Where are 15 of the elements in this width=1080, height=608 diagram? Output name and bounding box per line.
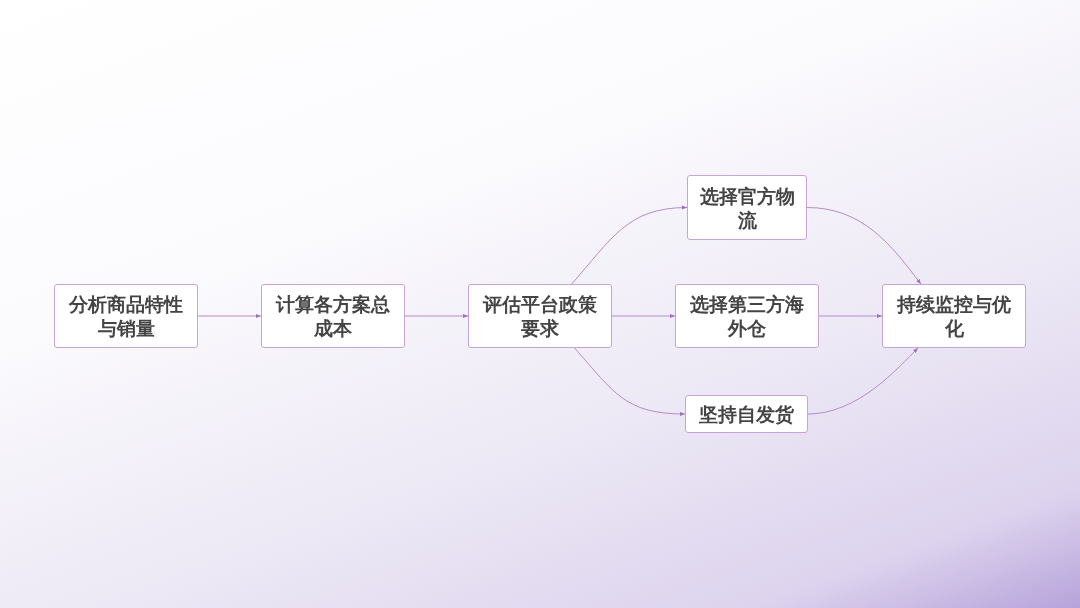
arrow [611, 314, 676, 318]
arrow [574, 347, 686, 416]
arrow [807, 347, 919, 415]
process-box: 选择第三方海外仓 [675, 284, 819, 348]
process-box: 评估平台政策要求 [468, 284, 612, 348]
process-box: 分析商品特性与销量 [54, 284, 198, 348]
arrow [197, 314, 262, 318]
process-box: 选择官方物流 [687, 175, 807, 240]
arrow [404, 314, 469, 318]
process-box: 计算各方案总成本 [261, 284, 405, 348]
process-box: 坚持自发货 [685, 395, 808, 433]
arrow [571, 205, 688, 285]
arrow [818, 314, 883, 318]
arrow [806, 207, 922, 285]
process-box: 持续监控与优化 [882, 284, 1026, 348]
